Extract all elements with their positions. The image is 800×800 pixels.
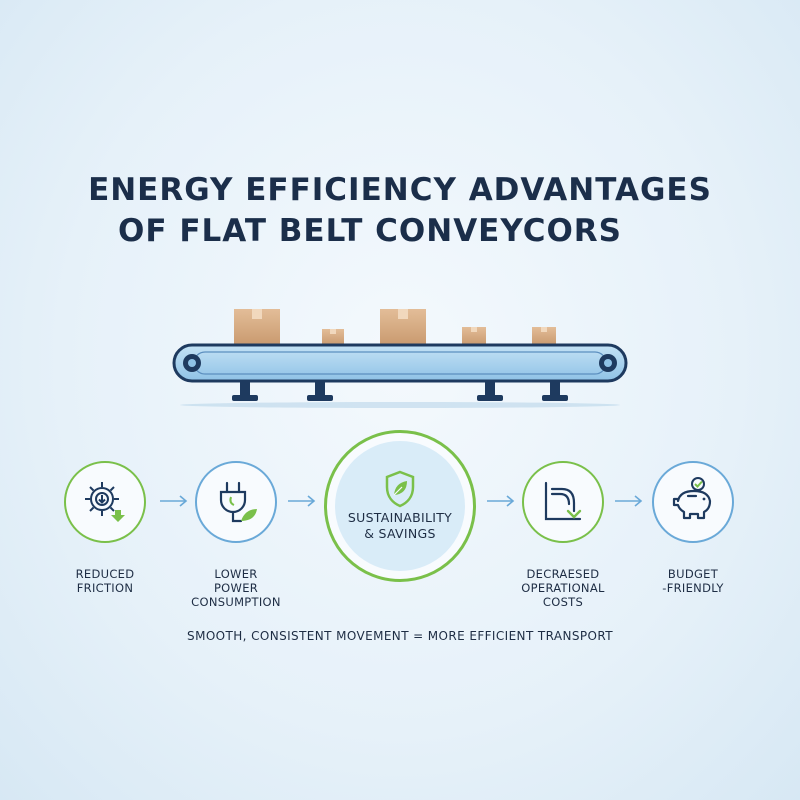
center-inner-circle: SUSTAINABILITY & SAVINGS bbox=[335, 441, 465, 571]
step-1-label: REDUCED FRICTION bbox=[45, 567, 165, 595]
step-4-label-line-3: COSTS bbox=[542, 595, 584, 609]
title-line-1: ENERGY EFFICIENCY ADVANTAGES bbox=[88, 172, 712, 208]
step-5-circle bbox=[652, 461, 734, 543]
step-2-label-line-2: POWER bbox=[213, 581, 259, 595]
box-large-1-icon bbox=[234, 309, 280, 345]
step-4-label-line-2: OPERATIONAL bbox=[521, 581, 605, 595]
box-large-2-icon bbox=[380, 309, 426, 345]
box-small-2-icon bbox=[462, 327, 486, 345]
plug-leaf-icon bbox=[219, 481, 257, 523]
center-label: SUSTAINABILITY & SAVINGS bbox=[348, 510, 452, 542]
step-1-circle bbox=[64, 461, 146, 543]
step-1-label-line-2: FRICTION bbox=[76, 581, 134, 595]
step-budget-friendly: BUDGET -FRIENDLY bbox=[633, 461, 753, 595]
step-4-circle bbox=[522, 461, 604, 543]
step-4-label-line-1: DECRAESED bbox=[526, 567, 600, 581]
step-lower-power: LOWER POWER CONSUMPTION bbox=[176, 461, 296, 609]
title-line-2: OF FLAT BELT CONVEYCORS bbox=[118, 213, 622, 249]
step-5-label: BUDGET -FRIENDLY bbox=[633, 567, 753, 595]
center-label-line-2: & SAVINGS bbox=[364, 526, 436, 541]
step-5-label-line-1: BUDGET bbox=[667, 567, 719, 581]
center-label-line-1: SUSTAINABILITY bbox=[347, 510, 453, 525]
step-5-label-line-2: -FRIENDLY bbox=[662, 581, 724, 595]
step-1-label-line-1: REDUCED bbox=[75, 567, 135, 581]
arrow-4-icon bbox=[614, 493, 644, 512]
shield-leaf-icon bbox=[385, 470, 415, 508]
box-small-3-icon bbox=[532, 327, 556, 345]
step-sustainability-savings: SUSTAINABILITY & SAVINGS bbox=[324, 430, 476, 582]
step-4-label: DECRAESED OPERATIONAL COSTS bbox=[503, 567, 623, 609]
piggy-bank-check-icon bbox=[672, 477, 712, 520]
gear-down-arrow-icon bbox=[85, 482, 125, 522]
conveyor-belt-illustration bbox=[172, 309, 628, 408]
footer-tagline: SMOOTH, CONSISTENT MOVEMENT = MORE EFFIC… bbox=[187, 629, 613, 643]
arrow-2-icon bbox=[287, 493, 317, 512]
step-decreased-costs: DECRAESED OPERATIONAL COSTS bbox=[503, 461, 623, 609]
step-2-circle bbox=[195, 461, 277, 543]
step-2-label-line-3: CONSUMPTION bbox=[191, 595, 281, 609]
declining-curve-icon bbox=[544, 481, 582, 521]
step-2-label: LOWER POWER CONSUMPTION bbox=[176, 567, 296, 609]
step-reduced-friction: REDUCED FRICTION bbox=[45, 461, 165, 595]
box-small-1-icon bbox=[322, 329, 344, 345]
arrow-3-icon bbox=[486, 493, 516, 512]
step-2-label-line-1: LOWER bbox=[214, 567, 258, 581]
arrow-1-icon bbox=[159, 493, 189, 512]
